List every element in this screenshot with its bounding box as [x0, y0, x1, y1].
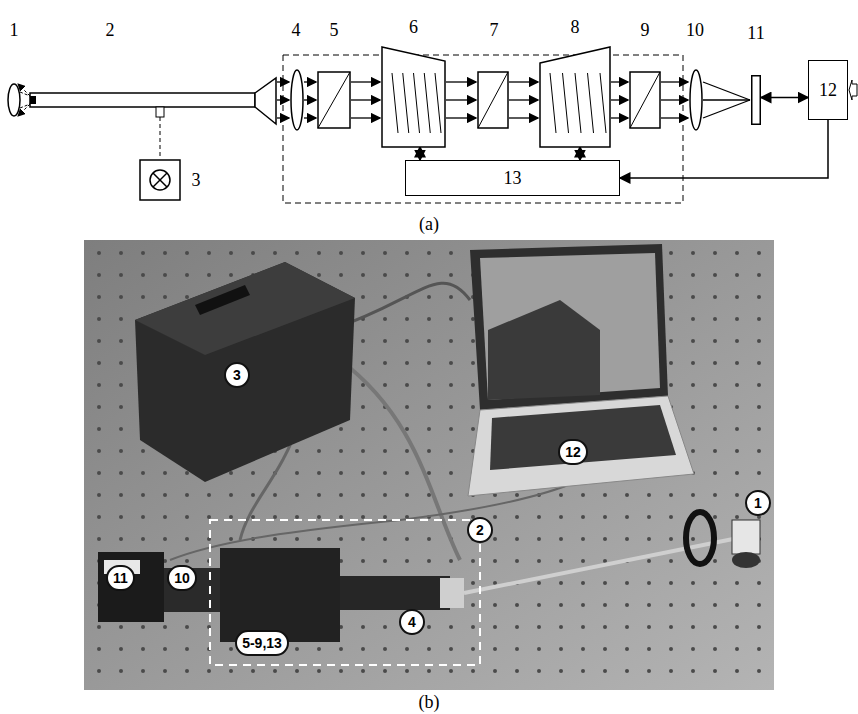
- node-label: 6: [409, 17, 418, 38]
- node-label: 10: [174, 570, 190, 586]
- filter-outline: [382, 47, 445, 147]
- callout-circle: 5-9,13: [235, 630, 289, 656]
- computer-box: 12: [808, 60, 848, 120]
- callout-circle: 11: [106, 565, 135, 591]
- acousto-optic-filter: 8: [540, 47, 610, 147]
- callout-number: 2: [106, 20, 115, 41]
- panel-label: (a): [419, 214, 439, 235]
- node-label: 1: [754, 495, 762, 511]
- callout-number: 1: [10, 20, 19, 41]
- node-label: 3: [233, 367, 241, 383]
- callout-number: 7: [490, 20, 499, 41]
- callout-circle: 12: [558, 439, 588, 465]
- callout-number: 10: [686, 20, 704, 41]
- camera-sensor: 11: [751, 75, 761, 125]
- filter-outline: [540, 47, 610, 147]
- node-label: 2: [476, 522, 484, 538]
- node-label: 12: [819, 80, 837, 101]
- node-label: 13: [504, 168, 522, 189]
- controller-box: 13: [405, 160, 620, 196]
- node-label: 11: [113, 570, 128, 586]
- signal-connector: [579, 147, 581, 160]
- callout-circle: 1: [745, 490, 771, 516]
- callout-number: 9: [641, 20, 650, 41]
- callout-circle: 10: [167, 565, 197, 591]
- callout-circle: 2: [467, 517, 493, 543]
- acousto-optic-filter: 6: [382, 47, 445, 147]
- node-label: 4: [408, 614, 416, 630]
- node-label: 12: [565, 444, 581, 460]
- signal-connector: [761, 97, 808, 99]
- node-label: 5-9,13: [242, 635, 282, 651]
- callout-number: 5: [330, 20, 339, 41]
- signal-connector: [620, 120, 828, 178]
- panel-label: (b): [419, 692, 440, 713]
- callout-number: 4: [292, 20, 301, 41]
- callout-circle: 3: [224, 362, 250, 388]
- node-label: 8: [571, 17, 580, 38]
- callout-circle: 4: [399, 609, 425, 635]
- sensor-outline: [751, 75, 761, 125]
- signal-connector: [419, 147, 421, 160]
- node-label: 11: [747, 23, 764, 44]
- callout-number: 3: [192, 170, 201, 191]
